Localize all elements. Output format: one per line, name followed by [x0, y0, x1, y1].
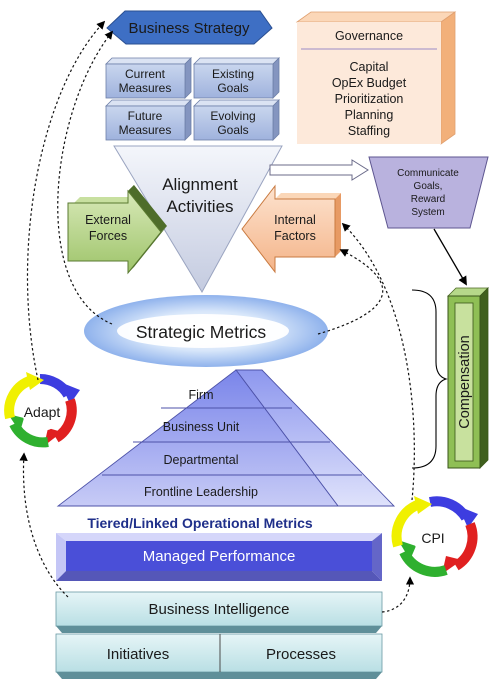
governance-item: Prioritization: [335, 92, 404, 106]
governance-item: Capital: [350, 60, 389, 74]
internal-factors-line1: Internal: [274, 213, 316, 227]
compensation-label: Compensation: [457, 335, 473, 429]
pyramid-level-departmental: Departmental: [163, 453, 238, 467]
managed-performance-bar: Managed Performance: [56, 533, 382, 581]
communicate-line: Reward: [411, 194, 445, 205]
business-strategy-label: Business Strategy: [129, 20, 250, 37]
tiered-metrics-label: Tiered/Linked Operational Metrics: [87, 515, 313, 531]
bottom-bar: Initiatives Processes: [55, 633, 383, 679]
pyramid-level-firm: Firm: [189, 388, 214, 402]
adapt-label: Adapt: [24, 404, 61, 420]
bi-to-cpi-arrow: [381, 576, 415, 613]
existing-goals-line1: Existing: [212, 67, 254, 81]
governance-box: Governance Capital OpEx Budget Prioritiz…: [295, 11, 457, 145]
governance-item: Planning: [345, 108, 394, 122]
existing-goals-box: Existing Goals: [193, 57, 280, 99]
external-forces-line1: External: [85, 213, 131, 227]
evolving-goals-box: Evolving Goals: [193, 99, 280, 141]
communicate-line: Communicate: [397, 168, 459, 179]
evolving-goals-line2: Goals: [217, 123, 248, 137]
communicate-line: System: [411, 207, 444, 218]
metrics-to-strategy-arrow: [57, 30, 114, 325]
existing-goals-line2: Goals: [217, 81, 248, 95]
future-measures-line2: Measures: [119, 123, 172, 137]
internal-factors-line2: Factors: [274, 229, 316, 243]
compensation-brace: [411, 289, 448, 469]
future-measures-box: Future Measures: [105, 99, 192, 141]
strategic-metrics-ellipse: Strategic Metrics: [84, 295, 328, 367]
cpi-to-internal-arrow: [341, 222, 415, 501]
alignment-line2: Activities: [166, 197, 233, 216]
metrics-pyramid: Firm Business Unit Departmental Frontlin…: [56, 369, 396, 507]
evolving-goals-line1: Evolving: [210, 109, 255, 123]
business-intelligence-bar: Business Intelligence: [55, 591, 383, 633]
adapt-cycle: Adapt: [4, 372, 80, 448]
managed-performance-label: Managed Performance: [143, 548, 296, 565]
compensation-bar: Compensation: [447, 287, 489, 469]
pyramid-level-frontline: Frontline Leadership: [144, 485, 258, 499]
alignment-to-communicate-arrow: [269, 159, 369, 181]
pyramid-level-business-unit: Business Unit: [163, 420, 240, 434]
current-measures-line1: Current: [125, 67, 166, 81]
external-forces-arrow: External Forces: [67, 185, 167, 275]
strategic-metrics-label: Strategic Metrics: [136, 322, 267, 342]
cpi-cycle: CPI: [391, 496, 478, 577]
cpi-label: CPI: [421, 530, 444, 546]
alignment-line1: Alignment: [162, 175, 238, 194]
alignment-activities-triangle: Alignment Activities: [113, 145, 283, 294]
communicate-goals-shape: Communicate Goals, Reward System: [368, 156, 489, 229]
governance-item: Staffing: [348, 124, 390, 138]
current-measures-line2: Measures: [119, 81, 172, 95]
internal-factors-arrow: Internal Factors: [241, 184, 341, 274]
governance-title: Governance: [335, 29, 403, 43]
future-measures-line1: Future: [128, 109, 163, 123]
processes-label: Processes: [266, 646, 336, 663]
bi-to-adapt-arrow: [19, 452, 69, 598]
adapt-to-strategy-arrow: [26, 20, 106, 381]
external-forces-line2: Forces: [89, 229, 127, 243]
current-measures-box: Current Measures: [105, 57, 192, 99]
communicate-line: Goals,: [414, 181, 443, 192]
metrics-to-internal-arrow: [317, 249, 384, 335]
governance-item: OpEx Budget: [332, 76, 407, 90]
initiatives-label: Initiatives: [107, 646, 170, 663]
business-strategy-shape: Business Strategy: [106, 10, 273, 45]
business-intelligence-label: Business Intelligence: [149, 601, 290, 618]
communicate-to-compensation-arrow: [433, 228, 467, 286]
